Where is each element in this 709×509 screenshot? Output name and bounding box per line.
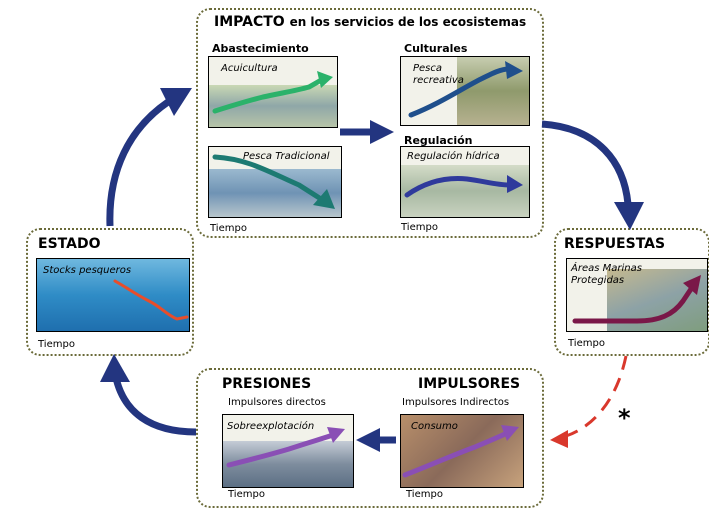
tiempo-estado: Tiempo (38, 339, 75, 350)
areas-marinas-trend (572, 275, 701, 324)
arrow-presiones-to-estado (112, 377, 197, 436)
sea-photo (37, 259, 189, 331)
tiempo-impacto-left: Tiempo (210, 223, 247, 234)
sobreexplotacion-label: Sobreexplotación (227, 421, 315, 432)
fishing-boat-photo (209, 169, 341, 217)
tiempo-impulsores: Tiempo (406, 489, 443, 500)
arrow-respuestas-to-impulsores (565, 355, 628, 438)
pesca-tradicional-trend (212, 154, 335, 209)
arrow-impacto-to-respuestas (541, 120, 632, 205)
asterisk-note: * (618, 404, 631, 432)
acuicultura-panel: Acuicultura (208, 56, 338, 128)
estado-title: ESTADO (38, 236, 101, 252)
consumo-trend (402, 425, 519, 478)
impulsores-indirectos-label: Impulsores Indirectos (402, 397, 510, 408)
arrow-estado-to-impacto (106, 99, 170, 227)
impulsores-directos-label: Impulsores directos (228, 397, 326, 408)
pesca-tradicional-label: Pesca Tradicional (243, 151, 330, 162)
impulsores-title: IMPULSORES (418, 376, 521, 392)
pesca-recreativa-trend (408, 61, 523, 118)
consumo-label: Consumo (411, 421, 458, 432)
regulacion-hidrica-panel: Regulación hídrica (400, 146, 530, 218)
stocks-panel: Stocks pesqueros (36, 258, 190, 332)
sobreexplotacion-panel: Sobreexplotación (222, 414, 354, 488)
tiempo-presiones: Tiempo (228, 489, 265, 500)
regulacion-hidrica-trend (404, 175, 523, 198)
acuicultura-label: Acuicultura (221, 63, 278, 74)
impacto-title: IMPACTO en los servicios de los ecosiste… (214, 14, 527, 30)
stocks-label: Stocks pesqueros (43, 265, 132, 276)
consumo-panel: Consumo (400, 414, 524, 488)
regulacion-hidrica-label: Regulación hídrica (407, 151, 500, 162)
pesca-tradicional-panel: Pesca Tradicional (208, 146, 342, 218)
stocks-trend (113, 279, 189, 321)
presiones-title: PRESIONES (222, 376, 312, 392)
acuicultura-trend (212, 71, 333, 114)
tiempo-respuestas: Tiempo (568, 338, 605, 349)
sobreexplotacion-trend (226, 427, 345, 468)
tiempo-impacto-right: Tiempo (401, 222, 438, 233)
respuestas-title: RESPUESTAS (564, 236, 666, 252)
culturales-label: Culturales (404, 42, 468, 55)
abastecimiento-label: Abastecimiento (212, 42, 309, 55)
regulacion-label: Regulación (404, 134, 473, 147)
